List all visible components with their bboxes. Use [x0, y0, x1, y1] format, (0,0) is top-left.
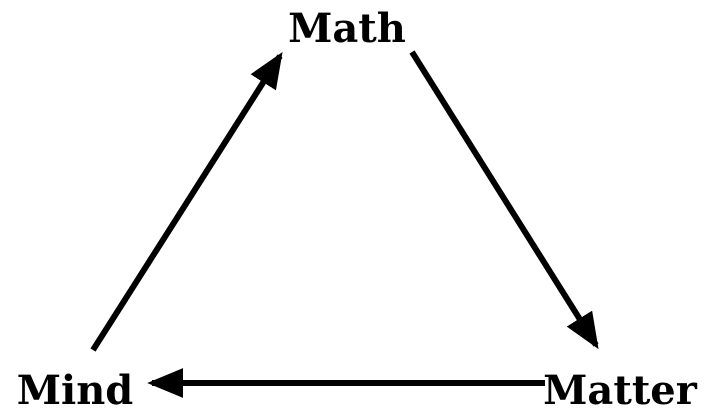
- arrow-math-to-matter: [409, 50, 599, 350]
- node-mind: Mind: [17, 367, 134, 414]
- node-matter: Matter: [543, 367, 698, 414]
- node-math: Math: [288, 5, 406, 52]
- arrow-mind-to-math: [90, 51, 283, 352]
